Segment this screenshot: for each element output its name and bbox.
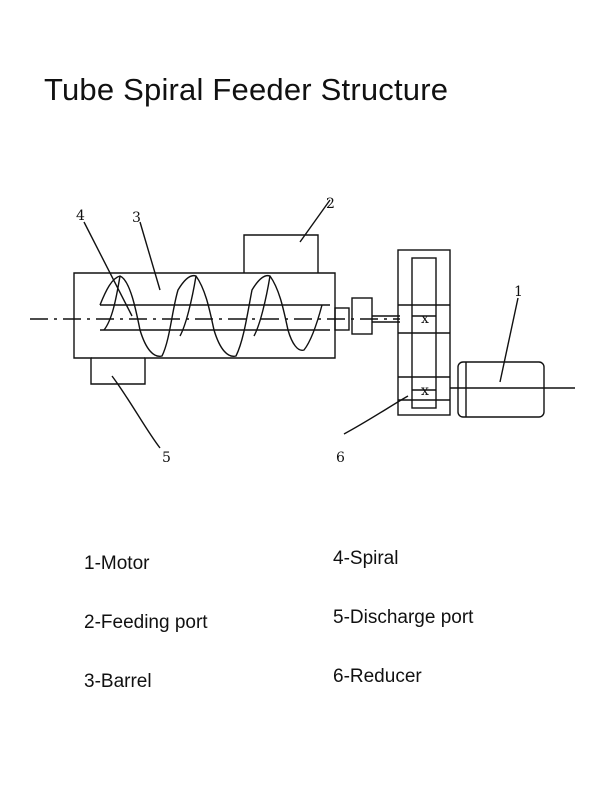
leader-5	[111, 375, 161, 449]
spiral-flight	[99, 274, 323, 357]
motor-body	[457, 361, 545, 418]
legend-barrel: 3-Barrel	[84, 671, 152, 692]
legend-reducer: 6-Reducer	[333, 666, 422, 687]
leader-2	[299, 199, 331, 243]
callout-1: 1	[514, 284, 523, 300]
legend-motor: 1-Motor	[84, 553, 150, 574]
leader-3	[139, 221, 161, 291]
callout-6: 6	[336, 450, 345, 466]
bearing-housing	[334, 307, 350, 331]
callout-4: 4	[76, 208, 85, 224]
callout-5: 5	[162, 450, 171, 466]
legend-feeding-port: 2-Feeding port	[84, 612, 208, 633]
leader-4	[83, 221, 133, 317]
callout-3: 3	[132, 210, 141, 226]
callout-2: 2	[326, 196, 335, 212]
gear-mark-2: x	[421, 383, 429, 399]
leader-1	[499, 297, 519, 383]
spiral-flight-back	[103, 275, 271, 337]
gear-mark-1: x	[421, 311, 429, 327]
barrel-outline	[73, 272, 336, 385]
feeding-port	[243, 234, 319, 273]
coupling	[351, 297, 373, 335]
leader-6	[343, 395, 409, 435]
legend-spiral: 4-Spiral	[333, 548, 399, 569]
page-title: Tube Spiral Feeder Structure	[44, 72, 449, 107]
legend-discharge-port: 5-Discharge port	[333, 607, 474, 628]
